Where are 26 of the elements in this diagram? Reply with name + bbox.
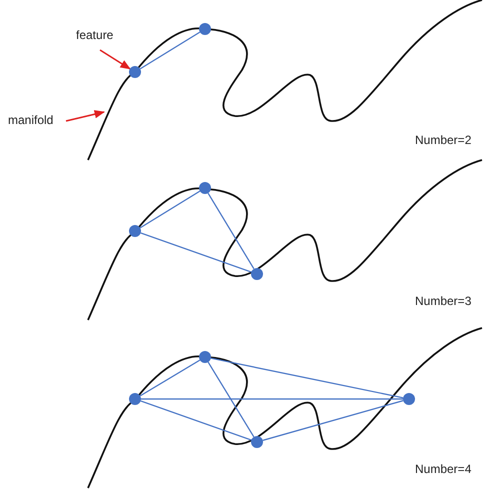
connecting-line (210, 358, 404, 398)
feature-point (251, 436, 263, 448)
leader-arrow (100, 49, 131, 70)
connecting-line (208, 192, 254, 270)
connecting-line (208, 362, 254, 438)
feature-point (199, 182, 211, 194)
count-label: Number=4 (415, 462, 472, 476)
connecting-line (262, 400, 404, 441)
connecting-line (140, 32, 200, 70)
feature-point (403, 393, 415, 405)
connecting-line (140, 190, 200, 228)
feature-point (129, 66, 141, 78)
callout-label: manifold (8, 113, 54, 127)
feature-point (129, 225, 141, 237)
connecting-line (140, 232, 252, 273)
feature-point (129, 393, 141, 405)
feature-point (251, 268, 263, 280)
connecting-line (140, 360, 200, 396)
feature-point (199, 23, 211, 35)
count-label: Number=3 (415, 294, 472, 308)
callout-label: feature (76, 28, 114, 42)
connecting-line (140, 400, 252, 441)
count-label: Number=2 (415, 133, 472, 147)
leader-arrow (66, 110, 106, 122)
feature-point (199, 351, 211, 363)
connecting-line (141, 398, 403, 400)
